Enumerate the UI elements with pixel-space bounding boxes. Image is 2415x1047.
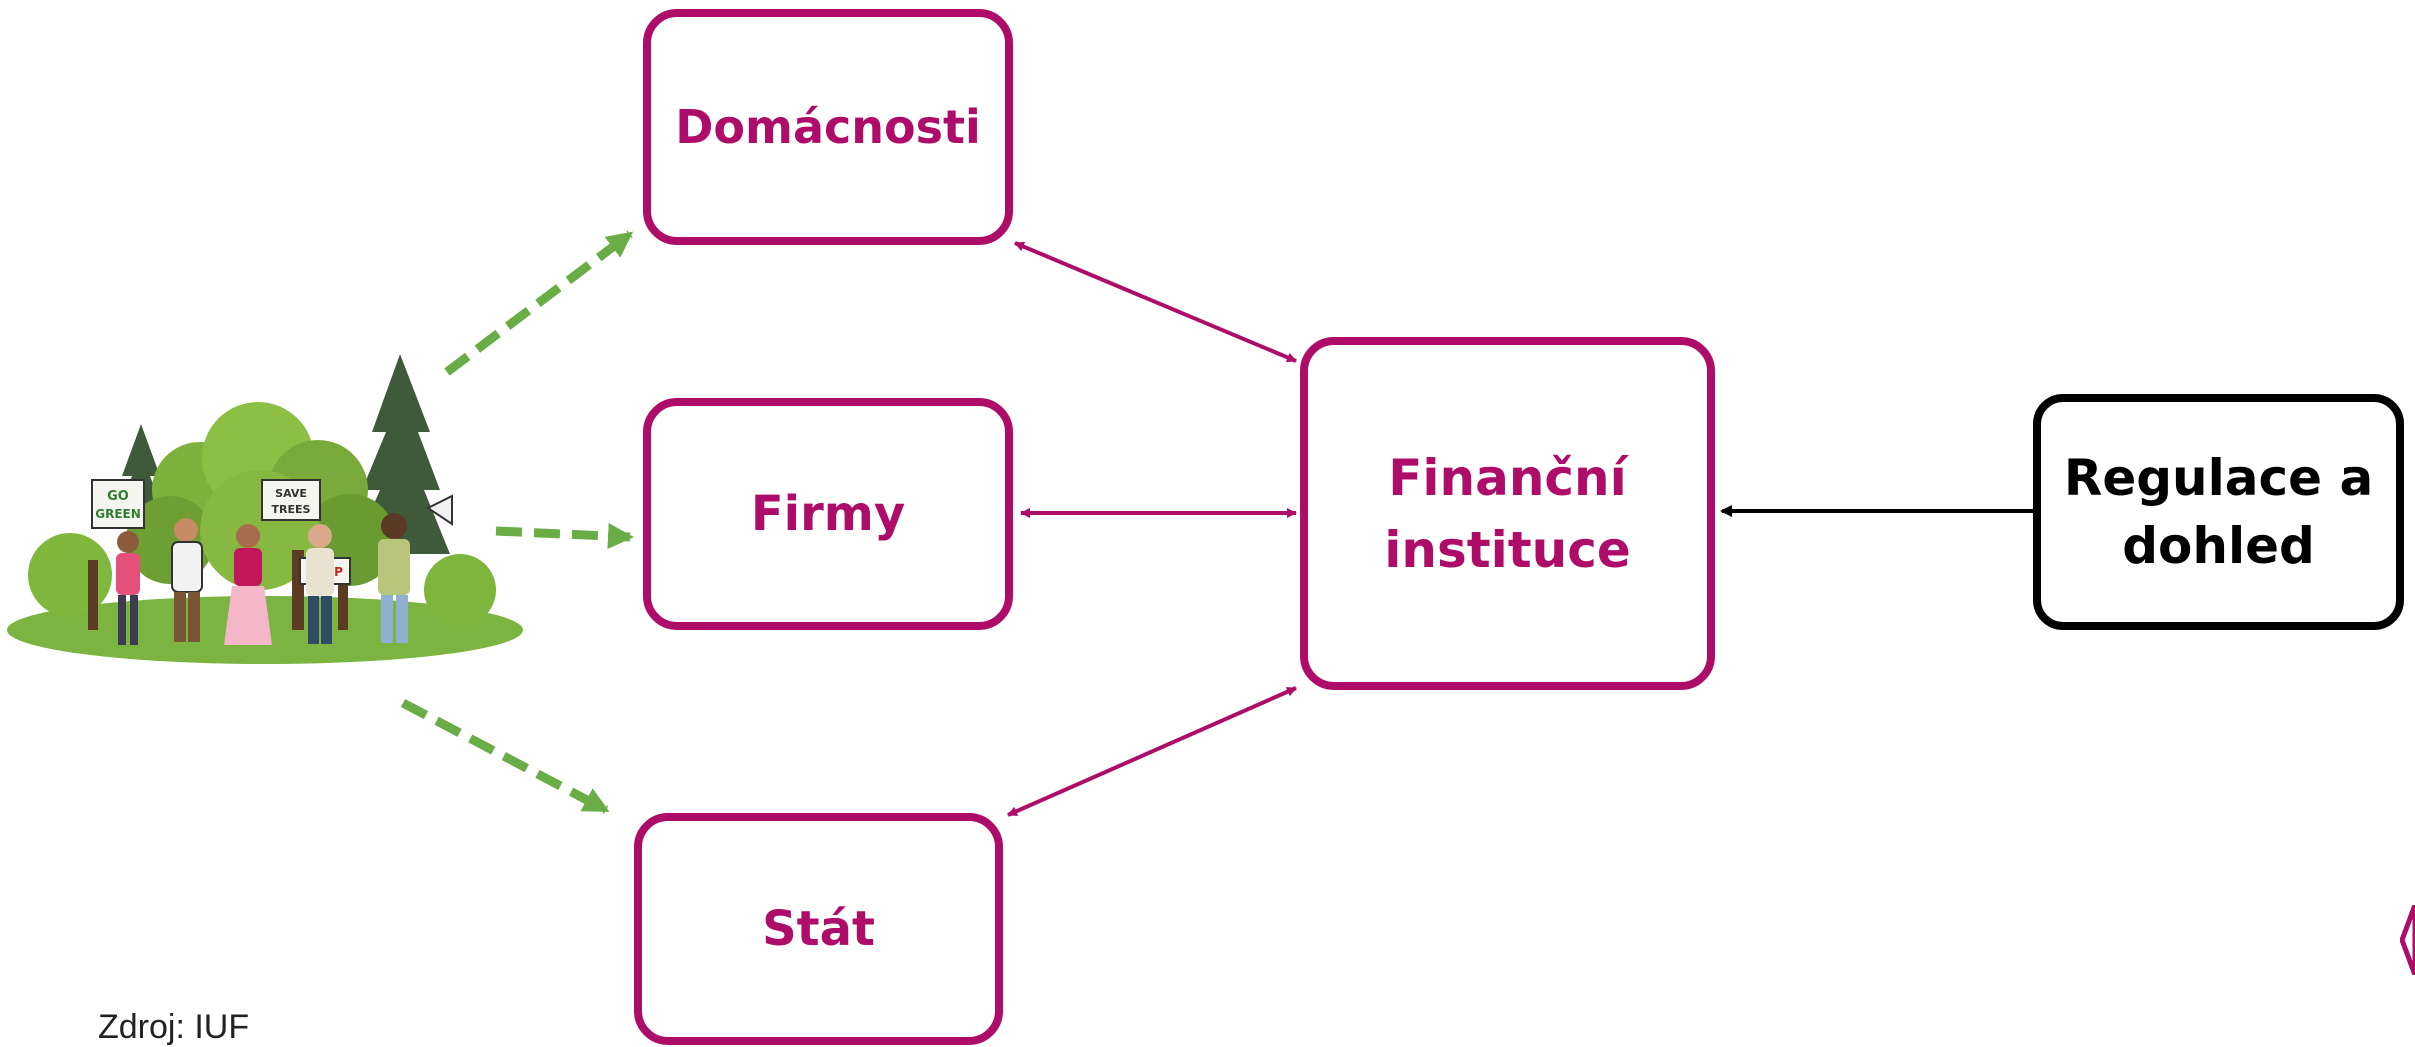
node-regulace-a-dohled: Regulace a dohled	[2033, 394, 2404, 630]
green-arrow-to-stat	[400, 699, 610, 814]
node-financni-instituce: Finanční instituce	[1300, 337, 1715, 690]
node-regulace-label: Regulace a dohled	[2063, 449, 2374, 575]
megaphone-icon	[426, 494, 453, 526]
node-financni-instituce-label: Finanční instituce	[1384, 448, 1631, 579]
person-3	[224, 524, 272, 645]
source-note: Zdroj: IUF	[98, 1008, 250, 1046]
node-stat-label: Stát	[762, 901, 875, 957]
person-4	[306, 524, 334, 644]
node-domacnosti: Domácnosti	[643, 9, 1013, 245]
protest-illustration: GO GREEN SAVE TREES STOP	[7, 354, 523, 664]
svg-text:TREES: TREES	[272, 503, 311, 516]
person-2	[171, 518, 203, 642]
sign-save-trees: SAVE TREES	[261, 479, 321, 521]
arrow-stat-financni	[1007, 686, 1297, 817]
svg-text:GREEN: GREEN	[95, 507, 141, 521]
person-5	[378, 513, 410, 643]
node-firmy-label: Firmy	[750, 486, 906, 542]
node-domacnosti-label: Domácnosti	[675, 100, 981, 154]
arrow-domacnosti-financni	[1014, 241, 1297, 363]
person-1	[116, 531, 140, 645]
sign-go-green: GO GREEN	[91, 479, 145, 529]
node-stat: Stát	[634, 813, 1003, 1045]
protester-people	[116, 494, 453, 645]
svg-text:SAVE: SAVE	[275, 487, 307, 500]
logo-edge-fragment	[2400, 905, 2415, 975]
node-firmy: Firmy	[643, 398, 1013, 630]
svg-text:GO: GO	[107, 489, 129, 504]
